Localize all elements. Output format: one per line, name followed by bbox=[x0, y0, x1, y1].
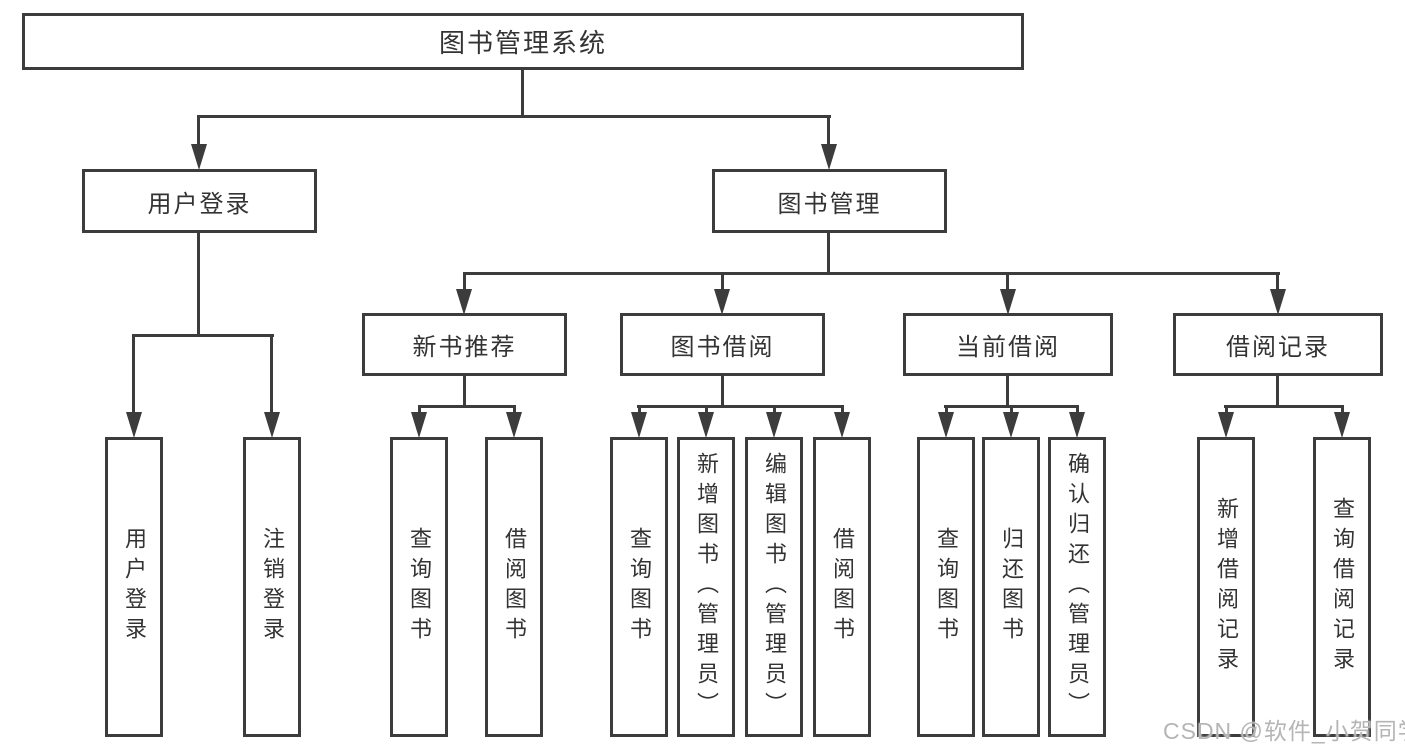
leaf-confirm-return-admin: 确认归还（管理员） bbox=[1048, 437, 1106, 737]
arrowhead-icon bbox=[1003, 412, 1019, 438]
connector-book-management-stub bbox=[827, 231, 830, 275]
leaf-borrow-books-recommend: 借阅图书 bbox=[485, 437, 543, 737]
connector-stub bbox=[721, 374, 724, 407]
connector-root-rail bbox=[198, 115, 831, 118]
arrowhead-icon bbox=[698, 412, 714, 438]
arrowhead-icon bbox=[821, 144, 837, 170]
arrowhead-icon bbox=[1218, 412, 1234, 438]
connector-to-new-book-recommendation bbox=[463, 272, 466, 292]
arrowhead-icon bbox=[506, 412, 522, 438]
node-book-borrowing: 图书借阅 bbox=[620, 313, 825, 376]
leaf-query-books-current: 查询图书 bbox=[917, 437, 975, 737]
arrowhead-icon bbox=[126, 412, 142, 438]
arrowhead-icon bbox=[1334, 412, 1350, 438]
node-user-login: 用户登录 bbox=[82, 169, 317, 233]
leaf-add-book-admin: 新增图书（管理员） bbox=[677, 437, 735, 737]
connector-to-current-borrowing bbox=[1006, 272, 1009, 292]
connector-rail bbox=[637, 405, 844, 408]
connector-rail bbox=[418, 405, 516, 408]
arrowhead-icon bbox=[191, 144, 207, 170]
connector-stub bbox=[1276, 374, 1279, 407]
arrowhead-icon bbox=[1000, 289, 1016, 315]
leaf-borrow-books-borrowing: 借阅图书 bbox=[813, 437, 871, 737]
arrowhead-icon bbox=[834, 412, 850, 438]
leaf-user-login: 用户登录 bbox=[105, 437, 163, 737]
connector-book-management-rail bbox=[463, 272, 1280, 275]
leaf-query-books-borrowing: 查询图书 bbox=[610, 437, 668, 737]
arrowhead-icon bbox=[1069, 412, 1085, 438]
connector-to-user-login bbox=[197, 115, 200, 147]
connector-root-stub bbox=[521, 68, 524, 118]
arrowhead-icon bbox=[1270, 289, 1286, 315]
connector-to-leaf-logout bbox=[270, 334, 273, 414]
connector-to-book-management bbox=[827, 115, 830, 147]
connector-user-login-rail bbox=[132, 334, 274, 337]
leaf-return-books: 归还图书 bbox=[982, 437, 1040, 737]
arrowhead-icon bbox=[631, 412, 647, 438]
connector-to-book-borrowing bbox=[721, 272, 724, 292]
arrowhead-icon bbox=[456, 289, 472, 315]
leaf-edit-book-admin: 编辑图书（管理员） bbox=[745, 437, 803, 737]
leaf-query-books-recommend: 查询图书 bbox=[390, 437, 448, 737]
leaf-add-borrow-record: 新增借阅记录 bbox=[1197, 437, 1255, 737]
node-new-book-recommendation: 新书推荐 bbox=[362, 313, 567, 376]
connector-rail bbox=[1224, 405, 1344, 408]
node-library-management-system: 图书管理系统 bbox=[22, 13, 1024, 70]
node-borrowing-records: 借阅记录 bbox=[1173, 313, 1383, 376]
connector-stub bbox=[1006, 374, 1009, 407]
leaf-logout: 注销登录 bbox=[243, 437, 301, 737]
connector-to-leaf-user-login bbox=[132, 334, 135, 414]
node-current-borrowing: 当前借阅 bbox=[903, 313, 1113, 376]
arrowhead-icon bbox=[938, 412, 954, 438]
arrowhead-icon bbox=[714, 289, 730, 315]
arrowhead-icon bbox=[411, 412, 427, 438]
leaf-query-borrow-record: 查询借阅记录 bbox=[1313, 437, 1371, 737]
connector-stub bbox=[463, 374, 466, 407]
arrowhead-icon bbox=[264, 412, 280, 438]
node-book-management: 图书管理 bbox=[712, 169, 947, 233]
connector-user-login-stub bbox=[197, 231, 200, 337]
csdn-watermark: CSDN @软件_小贺同学 bbox=[1163, 718, 1405, 744]
arrowhead-icon bbox=[766, 412, 782, 438]
connector-to-borrowing-records bbox=[1276, 272, 1279, 292]
